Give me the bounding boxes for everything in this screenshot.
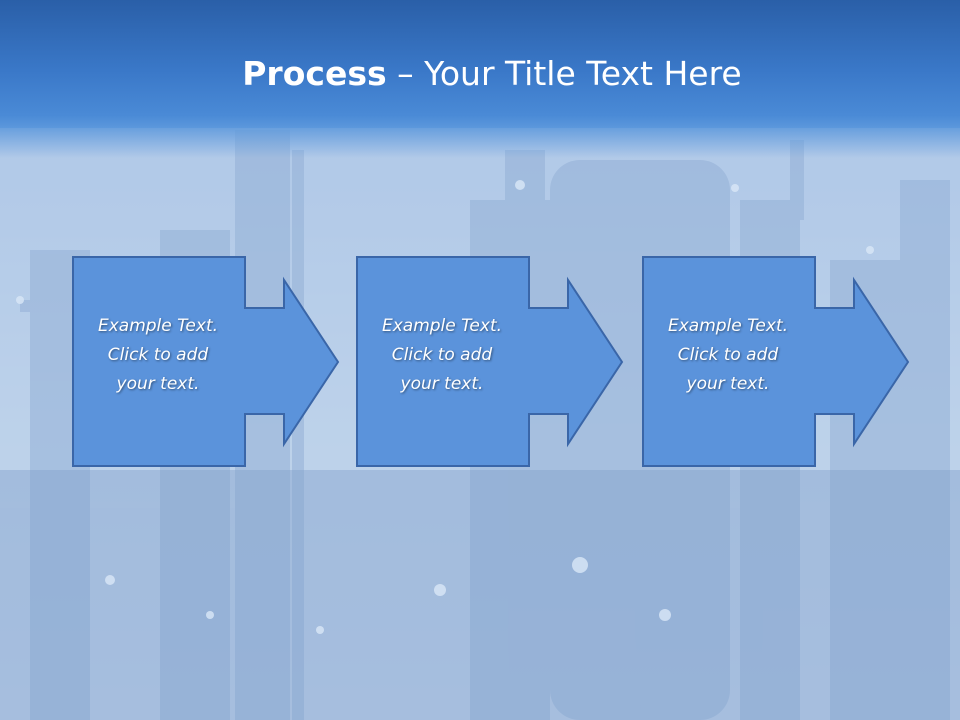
slide-title[interactable]: Process – Your Title Text Here bbox=[0, 52, 960, 96]
process-step-2[interactable]: Example Text. Click to add your text. bbox=[356, 256, 624, 468]
title-bar bbox=[0, 0, 960, 128]
step-text-line-1: Example Text. bbox=[667, 316, 789, 336]
step-text-line-2: Click to add bbox=[677, 345, 779, 365]
title-bar-fade bbox=[0, 128, 960, 158]
title-rest: – Your Title Text Here bbox=[386, 54, 742, 93]
step-text-line-3: your text. bbox=[116, 374, 200, 394]
step-text-line-1: Example Text. bbox=[381, 316, 503, 336]
step-text-line-3: your text. bbox=[686, 374, 770, 394]
step-text[interactable]: Example Text. Click to add your text. bbox=[356, 312, 528, 399]
step-text[interactable]: Example Text. Click to add your text. bbox=[72, 312, 244, 399]
step-text[interactable]: Example Text. Click to add your text. bbox=[642, 312, 814, 399]
right-arrow-icon bbox=[642, 256, 910, 467]
step-text-line-1: Example Text. bbox=[97, 316, 219, 336]
title-bold: Process bbox=[242, 54, 387, 93]
right-arrow-icon bbox=[72, 256, 340, 467]
step-text-line-2: Click to add bbox=[107, 345, 209, 365]
process-step-3[interactable]: Example Text. Click to add your text. bbox=[642, 256, 910, 468]
step-text-line-3: your text. bbox=[400, 374, 484, 394]
right-arrow-icon bbox=[356, 256, 624, 467]
process-step-1[interactable]: Example Text. Click to add your text. bbox=[72, 256, 340, 468]
step-text-line-2: Click to add bbox=[391, 345, 493, 365]
